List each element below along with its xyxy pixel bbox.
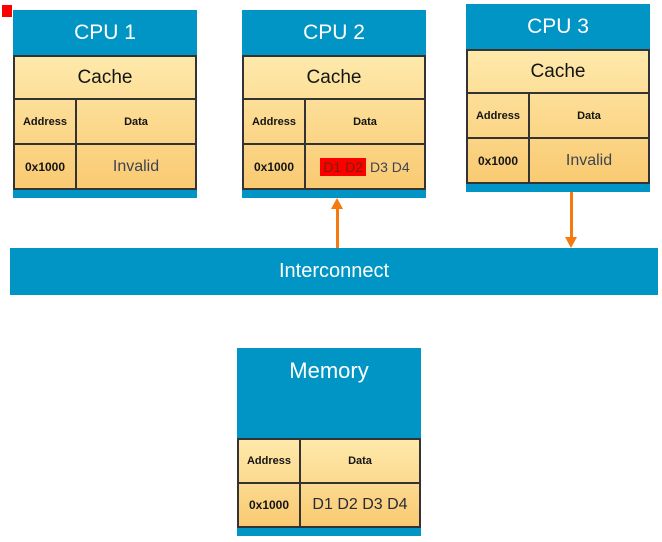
cpu2-connector-line xyxy=(336,208,339,248)
cpu3-address-column-header: Address xyxy=(468,94,530,137)
cpu2-data-highlighted: D1 D2 xyxy=(320,157,366,176)
memory-block: Memory Address Data 0x1000 D1 D2 D3 D4 xyxy=(237,348,421,536)
memory-table: Address Data 0x1000 D1 D2 D3 D4 xyxy=(237,438,421,528)
cpu3-address-value: 0x1000 xyxy=(468,139,530,182)
memory-table-value-row: 0x1000 D1 D2 D3 D4 xyxy=(239,484,419,526)
memory-title: Memory xyxy=(237,348,421,438)
memory-data-column-header: Data xyxy=(348,455,372,467)
cpu3-block: CPU 3 Cache Address Data 0x1000 Invalid xyxy=(466,4,650,192)
interconnect-bar: Interconnect xyxy=(10,248,658,295)
cpu1-block: CPU 1 Cache Address Data 0x1000 Invalid xyxy=(13,10,197,198)
cpu1-data-column-header: Data xyxy=(124,115,148,128)
memory-data-value: D1 D2 D3 D4 xyxy=(312,496,408,513)
cpu1-data-value: Invalid xyxy=(112,157,160,175)
cpu2-address-column-header: Address xyxy=(244,100,306,143)
cpu2-data-rest: D3 D4 xyxy=(370,158,410,175)
cpu1-footer-bar xyxy=(13,190,197,198)
cpu2-footer-bar xyxy=(242,190,426,198)
cpu2-cache-table: Cache Address Data 0x1000 D1 D2 D3 D4 xyxy=(242,55,426,190)
cpu1-table-header-row: Address Data xyxy=(15,100,195,145)
cpu1-cache-label: Cache xyxy=(15,57,195,100)
cpu2-cache-label: Cache xyxy=(244,57,424,100)
cpu2-data-value: D1 D2 D3 D4 xyxy=(306,145,424,188)
arrow-down-icon xyxy=(565,237,577,248)
cpu1-table-value-row: 0x1000 Invalid xyxy=(15,145,195,188)
cpu3-data-column-header: Data xyxy=(577,109,601,122)
cpu2-table-value-row: 0x1000 D1 D2 D3 D4 xyxy=(244,145,424,188)
cpu3-footer-bar xyxy=(466,184,650,192)
cpu2-address-value: 0x1000 xyxy=(244,145,306,188)
interconnect-label: Interconnect xyxy=(278,260,390,282)
cpu2-table-header-row: Address Data xyxy=(244,100,424,145)
cpu3-data-value: Invalid xyxy=(565,151,613,169)
memory-address-value: 0x1000 xyxy=(239,484,301,526)
cpu2-block: CPU 2 Cache Address Data 0x1000 D1 D2 D3… xyxy=(242,10,426,198)
red-marker xyxy=(2,5,12,17)
cpu1-address-value: 0x1000 xyxy=(15,145,77,188)
cpu3-table-value-row: 0x1000 Invalid xyxy=(468,139,648,182)
cpu1-title: CPU 1 xyxy=(13,10,197,55)
cpu3-title: CPU 3 xyxy=(466,4,650,49)
memory-footer-bar xyxy=(237,528,421,536)
cpu2-data-column-header: Data xyxy=(353,115,377,128)
cpu1-address-column-header: Address xyxy=(15,100,77,143)
arrow-up-icon xyxy=(331,198,343,209)
cpu3-connector-line xyxy=(570,192,573,238)
memory-table-header-row: Address Data xyxy=(239,440,419,484)
cpu3-table-header-row: Address Data xyxy=(468,94,648,139)
cpu3-cache-label: Cache xyxy=(468,51,648,94)
cpu3-cache-table: Cache Address Data 0x1000 Invalid xyxy=(466,49,650,184)
cpu2-title: CPU 2 xyxy=(242,10,426,55)
cpu1-cache-table: Cache Address Data 0x1000 Invalid xyxy=(13,55,197,190)
memory-address-column-header: Address xyxy=(239,440,301,482)
